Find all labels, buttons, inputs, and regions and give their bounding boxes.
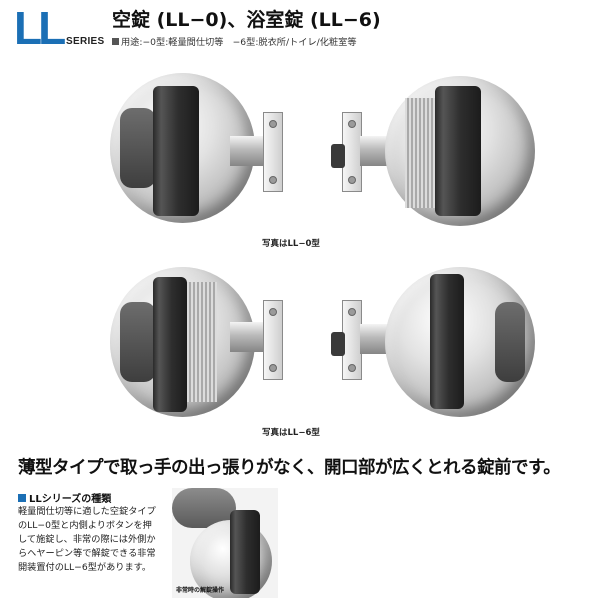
ll0-left-strike-plate xyxy=(263,112,283,192)
ll0-left-handle xyxy=(153,86,199,216)
brand-logo-ll: LL xyxy=(14,2,66,54)
ll6-left-thumb xyxy=(120,302,156,382)
emergency-handle xyxy=(230,510,260,594)
ll0-right-handle xyxy=(435,86,481,216)
ll0-right-strike-plate xyxy=(342,112,362,192)
ll6-right-thumb xyxy=(495,302,525,382)
ll0-right-ridges xyxy=(405,98,435,208)
caption-ll6: 写真はLL−6型 xyxy=(262,428,320,438)
ll6-left-strike-plate xyxy=(263,300,283,380)
square-bullet-icon xyxy=(18,494,26,502)
page-title: 空錠 (LL−0)、浴室錠 (LL−6) xyxy=(112,9,381,31)
tagline: 薄型タイプで取っ手の出っ張りがなく、開口部が広くとれる錠前です。 xyxy=(18,458,561,478)
ll6-right-handle xyxy=(430,274,464,409)
usage-text: 用途:−0型:軽量間仕切等 −6型:脱衣所/トイレ/化粧室等 xyxy=(121,37,357,48)
ll0-left-thumb xyxy=(120,108,156,188)
ll6-right-latch xyxy=(331,332,345,356)
emergency-unlock-photo xyxy=(172,488,278,598)
photo-ll6 xyxy=(105,262,555,427)
ll6-left-handle xyxy=(153,277,187,412)
brand-series-label: SERIES xyxy=(66,36,105,47)
ll0-right-latch xyxy=(331,144,345,168)
series-heading-text: LLシリーズの種類 xyxy=(29,494,112,505)
series-heading: LLシリーズの種類 xyxy=(18,490,111,505)
series-description: 軽量間仕切等に適した空錠タイプのLL−0型と内側よりボタンを押して施錠し、非常の… xyxy=(18,506,156,573)
emergency-caption: 非常時の解錠操作 xyxy=(176,587,225,594)
ll6-right-strike-plate xyxy=(342,300,362,380)
usage-line: 用途:−0型:軽量間仕切等 −6型:脱衣所/トイレ/化粧室等 xyxy=(112,34,357,48)
ll6-left-ridges xyxy=(187,282,217,402)
square-bullet-icon xyxy=(112,38,119,45)
caption-ll0: 写真はLL−0型 xyxy=(262,239,320,249)
photo-ll0 xyxy=(105,68,555,233)
